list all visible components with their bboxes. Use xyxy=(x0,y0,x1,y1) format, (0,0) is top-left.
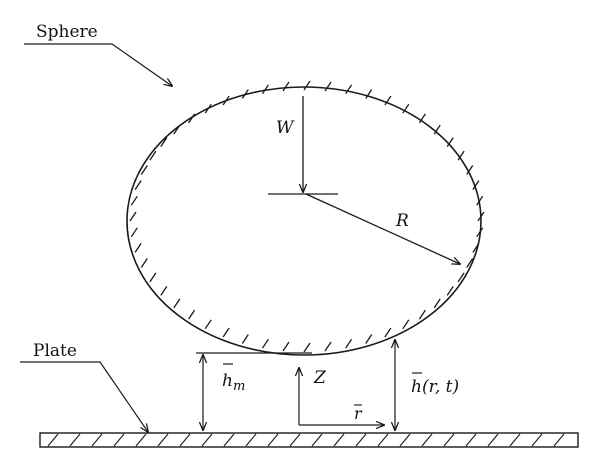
plate-hatch-stroke xyxy=(91,433,103,447)
sphere-hatch-stroke xyxy=(466,258,474,268)
plate-hatch-stroke xyxy=(223,433,235,447)
sphere-hatching xyxy=(129,80,485,353)
plate-hatch-stroke xyxy=(377,433,389,447)
plate-hatch-stroke xyxy=(531,433,543,447)
sphere-hatch-stroke xyxy=(418,309,426,320)
sphere-hatch-stroke xyxy=(303,80,311,91)
sphere-hatch-stroke xyxy=(324,341,332,352)
plate-label: Plate xyxy=(33,341,77,361)
sphere-hatch-stroke xyxy=(261,84,269,95)
plate-leader-line xyxy=(20,361,148,432)
sphere-hatch-stroke xyxy=(241,334,249,344)
sphere-hatch-stroke xyxy=(204,319,212,330)
plate-hatch-stroke xyxy=(201,433,213,447)
sphere-hatch-stroke xyxy=(134,243,142,253)
film-label: h(r, t) xyxy=(411,377,459,397)
plate-hatch-stroke xyxy=(135,433,147,447)
sphere-hatch-stroke xyxy=(472,180,480,190)
plate-hatch-stroke xyxy=(245,433,257,447)
plate-hatch-stroke xyxy=(289,433,301,447)
plate-hatch-stroke xyxy=(487,433,499,447)
radius-arrow xyxy=(305,193,460,264)
sphere-leader-line xyxy=(24,43,172,86)
sphere-outline xyxy=(126,86,482,356)
plate-hatch-stroke xyxy=(421,433,433,447)
sphere-hatch-stroke xyxy=(222,327,230,338)
sphere-hatch-stroke xyxy=(476,195,484,206)
sphere-label: Sphere xyxy=(36,22,98,42)
plate-hatch-stroke xyxy=(267,433,279,447)
sphere-hatch-stroke xyxy=(476,227,484,238)
sphere-hatch-stroke xyxy=(384,327,392,338)
plate-hatch-stroke xyxy=(47,433,59,447)
sphere-hatch-stroke xyxy=(418,113,426,124)
sphere-hatch-stroke xyxy=(466,165,474,175)
sphere-hatch-stroke xyxy=(433,298,441,309)
sphere-hatch-stroke xyxy=(140,165,148,175)
plate-hatch-stroke xyxy=(157,433,169,447)
sphere-hatch-stroke xyxy=(149,272,157,283)
plate-hatching xyxy=(47,433,565,447)
sphere-hatch-stroke xyxy=(472,243,480,253)
sphere-hatch-stroke xyxy=(188,309,196,320)
sphere-hatch-stroke xyxy=(446,137,454,147)
sphere-hatch-stroke xyxy=(149,150,157,161)
sphere-hatch-stroke xyxy=(282,341,290,352)
plate-hatch-stroke xyxy=(333,433,345,447)
plate-hatch-stroke xyxy=(399,433,411,447)
plate-hatch-stroke xyxy=(355,433,367,447)
sphere-hatch-stroke xyxy=(433,124,441,135)
plate-hatch-stroke xyxy=(509,433,521,447)
r-axis-label: r xyxy=(354,404,363,423)
sphere-hatch-stroke xyxy=(384,95,392,106)
sphere-hatch-stroke xyxy=(130,227,138,238)
sphere-hatch-stroke xyxy=(173,124,181,135)
sphere-hatch-stroke xyxy=(134,180,142,190)
sphere-hatch-stroke xyxy=(160,137,168,147)
sphere-hatch-stroke xyxy=(129,211,137,222)
sphere-hatch-stroke xyxy=(204,103,212,114)
sphere-hatch-stroke xyxy=(261,338,269,349)
sphere-hatch-stroke xyxy=(457,150,465,161)
plate-hatch-stroke xyxy=(69,433,81,447)
min-film-label: hm xyxy=(222,371,245,394)
z-axis-label: Z xyxy=(313,368,327,388)
plate xyxy=(39,432,579,448)
sphere-hatch-stroke xyxy=(188,113,196,124)
sphere-hatch-stroke xyxy=(282,81,290,92)
sphere-hatch-stroke xyxy=(130,195,138,206)
sphere-hatch-stroke xyxy=(402,319,410,330)
sphere-hatch-stroke xyxy=(345,338,353,349)
sphere-hatch-stroke xyxy=(222,95,230,106)
sphere-hatch-stroke xyxy=(365,89,373,99)
plate-hatch-stroke xyxy=(311,433,323,447)
sphere-hatch-stroke xyxy=(241,89,249,99)
plate-hatch-stroke xyxy=(179,433,191,447)
sphere-hatch-stroke xyxy=(140,258,148,268)
plate-hatch-stroke xyxy=(553,433,565,447)
sphere-hatch-stroke xyxy=(173,298,181,309)
load-label: W xyxy=(276,118,295,138)
sphere-hatch-stroke xyxy=(446,286,454,296)
plate-hatch-stroke xyxy=(465,433,477,447)
sphere-hatch-stroke xyxy=(402,103,410,114)
sphere-hatch-stroke xyxy=(160,286,168,296)
radius-label: R xyxy=(395,211,409,231)
plate-hatch-stroke xyxy=(113,433,125,447)
sphere-hatch-stroke xyxy=(303,342,311,353)
sphere-hatch-stroke xyxy=(365,334,373,344)
sphere-hatch-stroke xyxy=(477,211,485,222)
sphere-hatch-stroke xyxy=(345,84,353,95)
sphere-hatch-stroke xyxy=(324,81,332,92)
plate-hatch-stroke xyxy=(443,433,455,447)
sphere-hatch-stroke xyxy=(457,272,465,283)
